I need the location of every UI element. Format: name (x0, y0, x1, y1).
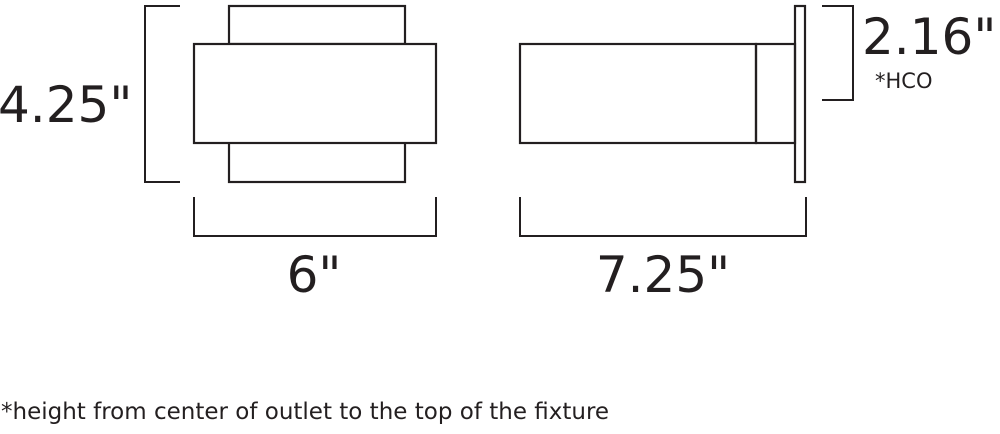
hco-bracket (822, 5, 854, 101)
width-bracket (193, 197, 437, 237)
side-view-mount-block (754, 42, 797, 145)
side-view (518, 4, 807, 184)
front-view-top-plate (227, 4, 407, 46)
width-label: 6" (287, 246, 342, 304)
footnote-text: *height from center of outlet to the top… (1, 399, 609, 425)
side-view-body (518, 42, 758, 145)
front-view (192, 4, 438, 184)
height-label: 4.25" (0, 76, 132, 134)
front-view-body (192, 42, 438, 145)
front-view-bottom-plate (227, 140, 407, 184)
height-bracket (144, 5, 180, 183)
depth-bracket (519, 197, 807, 237)
depth-label: 7.25" (596, 246, 730, 304)
hco-note: *HCO (875, 69, 932, 93)
side-view-wall-plate (793, 4, 807, 184)
hco-label: 2.16" (862, 8, 996, 66)
